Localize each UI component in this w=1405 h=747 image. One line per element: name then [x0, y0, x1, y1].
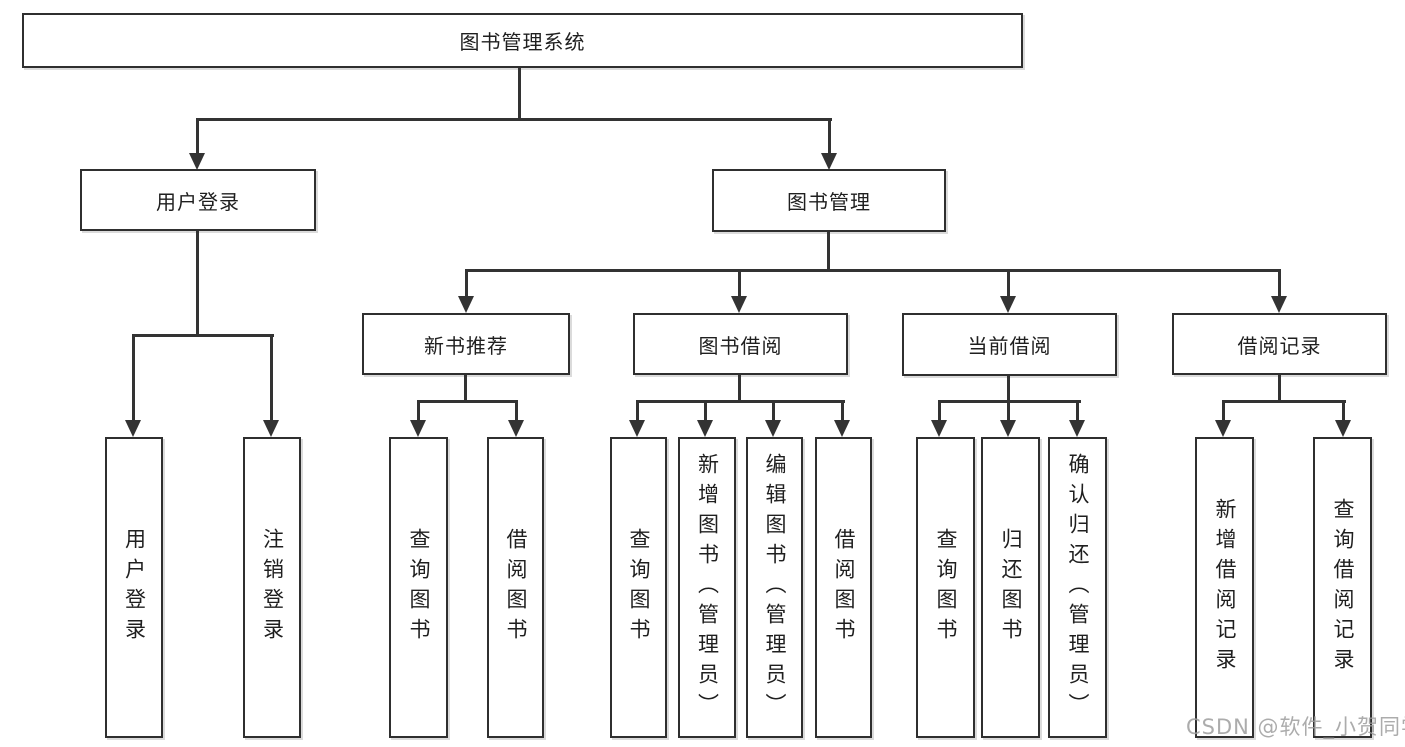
arrow-down-icon [1271, 296, 1287, 313]
arrow-down-icon [1069, 420, 1085, 437]
connector-line [1278, 272, 1281, 298]
connector-line [841, 403, 844, 423]
arrow-down-icon [189, 153, 205, 170]
leaf-edit-book-admin: 编辑图书（管理员） [746, 437, 803, 738]
node-root: 图书管理系统 [22, 13, 1023, 68]
arrow-down-icon [697, 420, 713, 437]
leaf-label: 查询图书 [934, 527, 958, 648]
connector-line [1007, 272, 1010, 298]
arrow-down-icon [834, 420, 850, 437]
arrow-down-icon [508, 420, 524, 437]
leaf-query-books-borrow: 查询图书 [610, 437, 667, 738]
connector-line [1076, 403, 1079, 423]
arrow-down-icon [731, 296, 747, 313]
node-current-borrow: 当前借阅 [902, 313, 1117, 376]
node-user-login: 用户登录 [80, 169, 316, 231]
csdn-watermark: CSDN @软件_小贺同学 [1186, 715, 1405, 739]
arrow-down-icon [1000, 420, 1016, 437]
arrow-down-icon [1000, 296, 1016, 313]
leaf-return-book: 归还图书 [981, 437, 1040, 738]
arrow-down-icon [629, 420, 645, 437]
connector-line [827, 232, 830, 272]
connector-line [196, 231, 199, 336]
connector-line [1222, 403, 1225, 423]
connector-line [1007, 403, 1010, 423]
node-borrow-records: 借阅记录 [1172, 313, 1387, 375]
leaf-query-books-recommend: 查询图书 [389, 437, 448, 738]
leaf-label: 用户登录 [122, 527, 147, 648]
connector-line [738, 375, 741, 403]
arrow-down-icon [263, 420, 279, 437]
connector-line [636, 403, 639, 423]
connector-line [515, 403, 518, 423]
connector-line [636, 400, 845, 403]
connector-line [196, 120, 199, 154]
leaf-label: 新增图书（管理员） [695, 452, 720, 723]
leaf-logout: 注销登录 [243, 437, 301, 738]
leaf-label: 确认归还（管理员） [1066, 452, 1090, 723]
leaf-query-books-current: 查询图书 [916, 437, 975, 738]
connector-line [738, 272, 741, 298]
connector-line [938, 400, 1081, 403]
leaf-label: 借阅图书 [832, 527, 856, 648]
leaf-user-login: 用户登录 [105, 437, 163, 738]
connector-line [417, 400, 518, 403]
arrow-down-icon [458, 296, 474, 313]
leaf-label: 查询借阅记录 [1331, 497, 1355, 678]
connector-line [1342, 403, 1345, 423]
node-book-borrow: 图书借阅 [633, 313, 848, 375]
connector-line [1278, 375, 1281, 403]
connector-line [518, 68, 521, 120]
connector-line [417, 403, 420, 423]
connector-line [270, 336, 273, 421]
leaf-label: 注销登录 [260, 527, 285, 648]
arrow-down-icon [821, 153, 837, 170]
connector-line [704, 403, 707, 423]
connector-line [465, 272, 468, 298]
leaf-label: 新增借阅记录 [1213, 497, 1237, 678]
leaf-borrow-books-recommend: 借阅图书 [487, 437, 544, 738]
connector-line [196, 118, 832, 121]
arrow-down-icon [410, 420, 426, 437]
connector-line [772, 403, 775, 423]
leaf-confirm-return-admin: 确认归还（管理员） [1048, 437, 1107, 738]
connector-line [1007, 376, 1010, 403]
leaf-borrow-books: 借阅图书 [815, 437, 872, 738]
arrow-down-icon [765, 420, 781, 437]
leaf-label: 查询图书 [407, 527, 431, 648]
node-new-book-recommend: 新书推荐 [362, 313, 570, 375]
connector-line [1222, 400, 1346, 403]
arrow-down-icon [1215, 420, 1231, 437]
connector-line [132, 336, 135, 421]
node-book-management: 图书管理 [712, 169, 946, 232]
leaf-add-borrow-record: 新增借阅记录 [1195, 437, 1254, 738]
leaf-label: 查询图书 [627, 527, 651, 648]
arrow-down-icon [931, 420, 947, 437]
leaf-label: 归还图书 [999, 527, 1023, 648]
connector-line [938, 403, 941, 423]
arrow-down-icon [1335, 420, 1351, 437]
leaf-label: 借阅图书 [504, 527, 528, 648]
connector-line [465, 269, 1281, 272]
arrow-down-icon [125, 420, 141, 437]
leaf-query-borrow-record: 查询借阅记录 [1313, 437, 1372, 738]
leaf-add-book-admin: 新增图书（管理员） [678, 437, 736, 738]
connector-line [132, 334, 274, 337]
connector-line [828, 120, 831, 154]
leaf-label: 编辑图书（管理员） [763, 452, 787, 723]
connector-line [464, 375, 467, 403]
